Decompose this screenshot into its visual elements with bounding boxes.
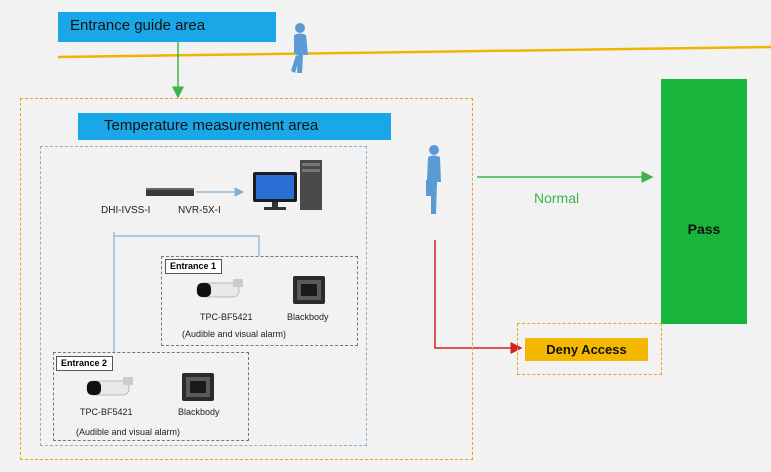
pass-label: Pass	[687, 221, 721, 237]
camera2-label: TPC-BF5421	[80, 407, 133, 417]
normal-label: Normal	[534, 190, 580, 206]
pass-gate: Pass	[661, 79, 747, 324]
camera1-label: TPC-BF5421	[200, 312, 253, 322]
entrance-guide-banner: Entrance guide area	[58, 12, 276, 42]
temperature-area-banner: Temperature measurement area	[78, 113, 391, 140]
alarm1-label: (Audible and visual alarm)	[182, 329, 287, 339]
network-line-entrance1	[113, 232, 260, 256]
entrance2-tag: Entrance 2	[56, 356, 113, 371]
deny-arrow	[434, 240, 523, 354]
deny-access-badge: Deny Access	[525, 338, 648, 361]
measurement-zone	[20, 98, 473, 460]
blackbody1-label: Blackbody	[287, 312, 329, 322]
deny-zone	[517, 323, 662, 375]
blackbody2-label: Blackbody	[178, 407, 220, 417]
entrance1-tag: Entrance 1	[165, 259, 222, 274]
alarm2-label: (Audible and visual alarm)	[76, 427, 181, 437]
entrance-guide-label: Entrance guide area	[70, 17, 206, 34]
deny-access-label: Deny Access	[546, 342, 627, 357]
entrance1-box	[161, 256, 358, 346]
nvr-left-label: DHI-IVSS-I	[101, 205, 151, 216]
nvr-right-label: NVR-5X-I	[178, 205, 221, 216]
entrance-line	[57, 45, 771, 59]
entrance2-box	[53, 352, 249, 441]
network-zone	[40, 146, 367, 446]
temperature-area-label: Temperature measurement area	[104, 117, 319, 134]
